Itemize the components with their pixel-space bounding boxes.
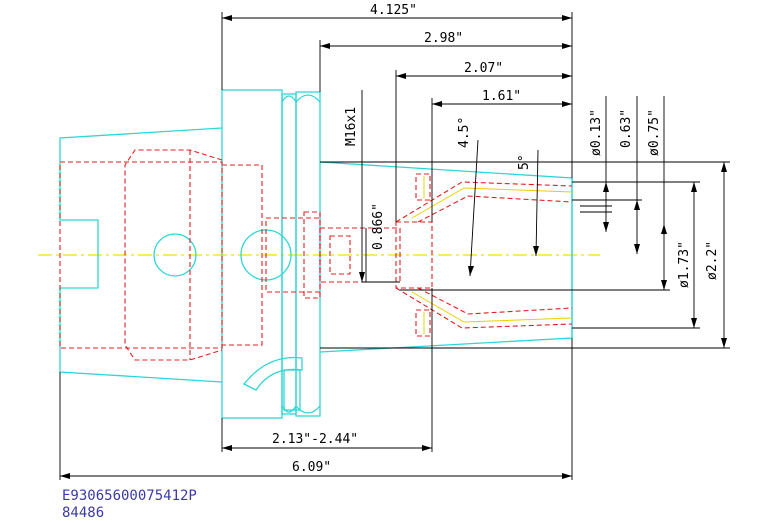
dim-609: 6.09"	[292, 460, 331, 475]
angle-5-label: 5°	[517, 154, 532, 170]
dia-075-label: ø0.75"	[647, 109, 662, 156]
part-number: 84486	[62, 505, 105, 521]
dia-173-label: ø1.73"	[677, 241, 692, 288]
collet-yellow-lines	[411, 176, 573, 334]
dim-207: 2.07"	[464, 61, 503, 76]
dim-298: 2.98"	[424, 31, 463, 46]
dia-013-label: ø0.13"	[589, 109, 604, 156]
part-code: E93065600075412P	[62, 488, 197, 504]
dim-0866: 0.866"	[371, 203, 386, 250]
hidden-lines	[59, 149, 573, 361]
angle-45-label: 4.5°	[457, 117, 472, 148]
dia-22-label: ø2.2"	[705, 241, 720, 280]
dim-161: 1.61"	[482, 89, 521, 104]
holder-outline	[59, 89, 573, 419]
dimension-labels: 4.125" 2.98" 2.07" 1.61" 2.13"-2.44" 6.0…	[272, 3, 720, 475]
thread-label: M16x1	[344, 107, 359, 146]
dia-063-label: 0.63"	[619, 109, 634, 148]
dim-213-244: 2.13"-2.44"	[272, 432, 358, 447]
dim-4125: 4.125"	[370, 3, 417, 18]
dimension-lines	[59, 12, 730, 480]
